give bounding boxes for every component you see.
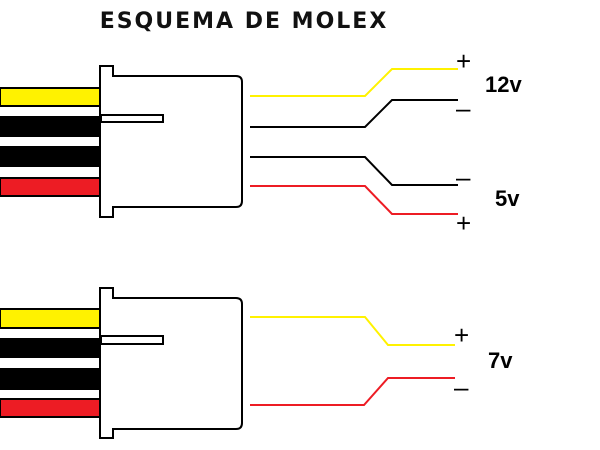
bottom-connector: + – 7v (0, 287, 513, 439)
yellow-lead (250, 316, 455, 346)
top-connector: + – 12v – + 5v (0, 46, 522, 238)
voltage-label-7v: 7v (488, 348, 513, 373)
yellow-wire (0, 87, 101, 107)
red-lead (250, 185, 458, 215)
minus-sign: – (456, 162, 471, 192)
connector-latch (100, 114, 164, 123)
connector-latch (100, 335, 164, 345)
connector-housing (99, 65, 243, 218)
minus-sign: – (456, 93, 471, 123)
red-wire (0, 177, 101, 197)
connector-housing (99, 287, 243, 439)
black-wire (0, 338, 100, 358)
yellow-wire (0, 308, 101, 329)
yellow-lead (250, 68, 458, 97)
red-lead (250, 377, 455, 406)
minus-sign: – (454, 372, 469, 402)
black-lead (250, 99, 458, 128)
black-wire (0, 116, 100, 137)
voltage-label-5v: 5v (495, 186, 520, 211)
plus-sign: + (456, 208, 471, 238)
diagram-title: ESQUEMA DE MOLEX (100, 9, 389, 34)
voltage-label-12v: 12v (485, 72, 522, 97)
black-lead (250, 156, 458, 186)
plus-sign: + (456, 46, 471, 76)
black-wire (0, 146, 100, 167)
plus-sign: + (454, 320, 469, 350)
black-wire (0, 368, 100, 390)
red-wire (0, 398, 101, 418)
